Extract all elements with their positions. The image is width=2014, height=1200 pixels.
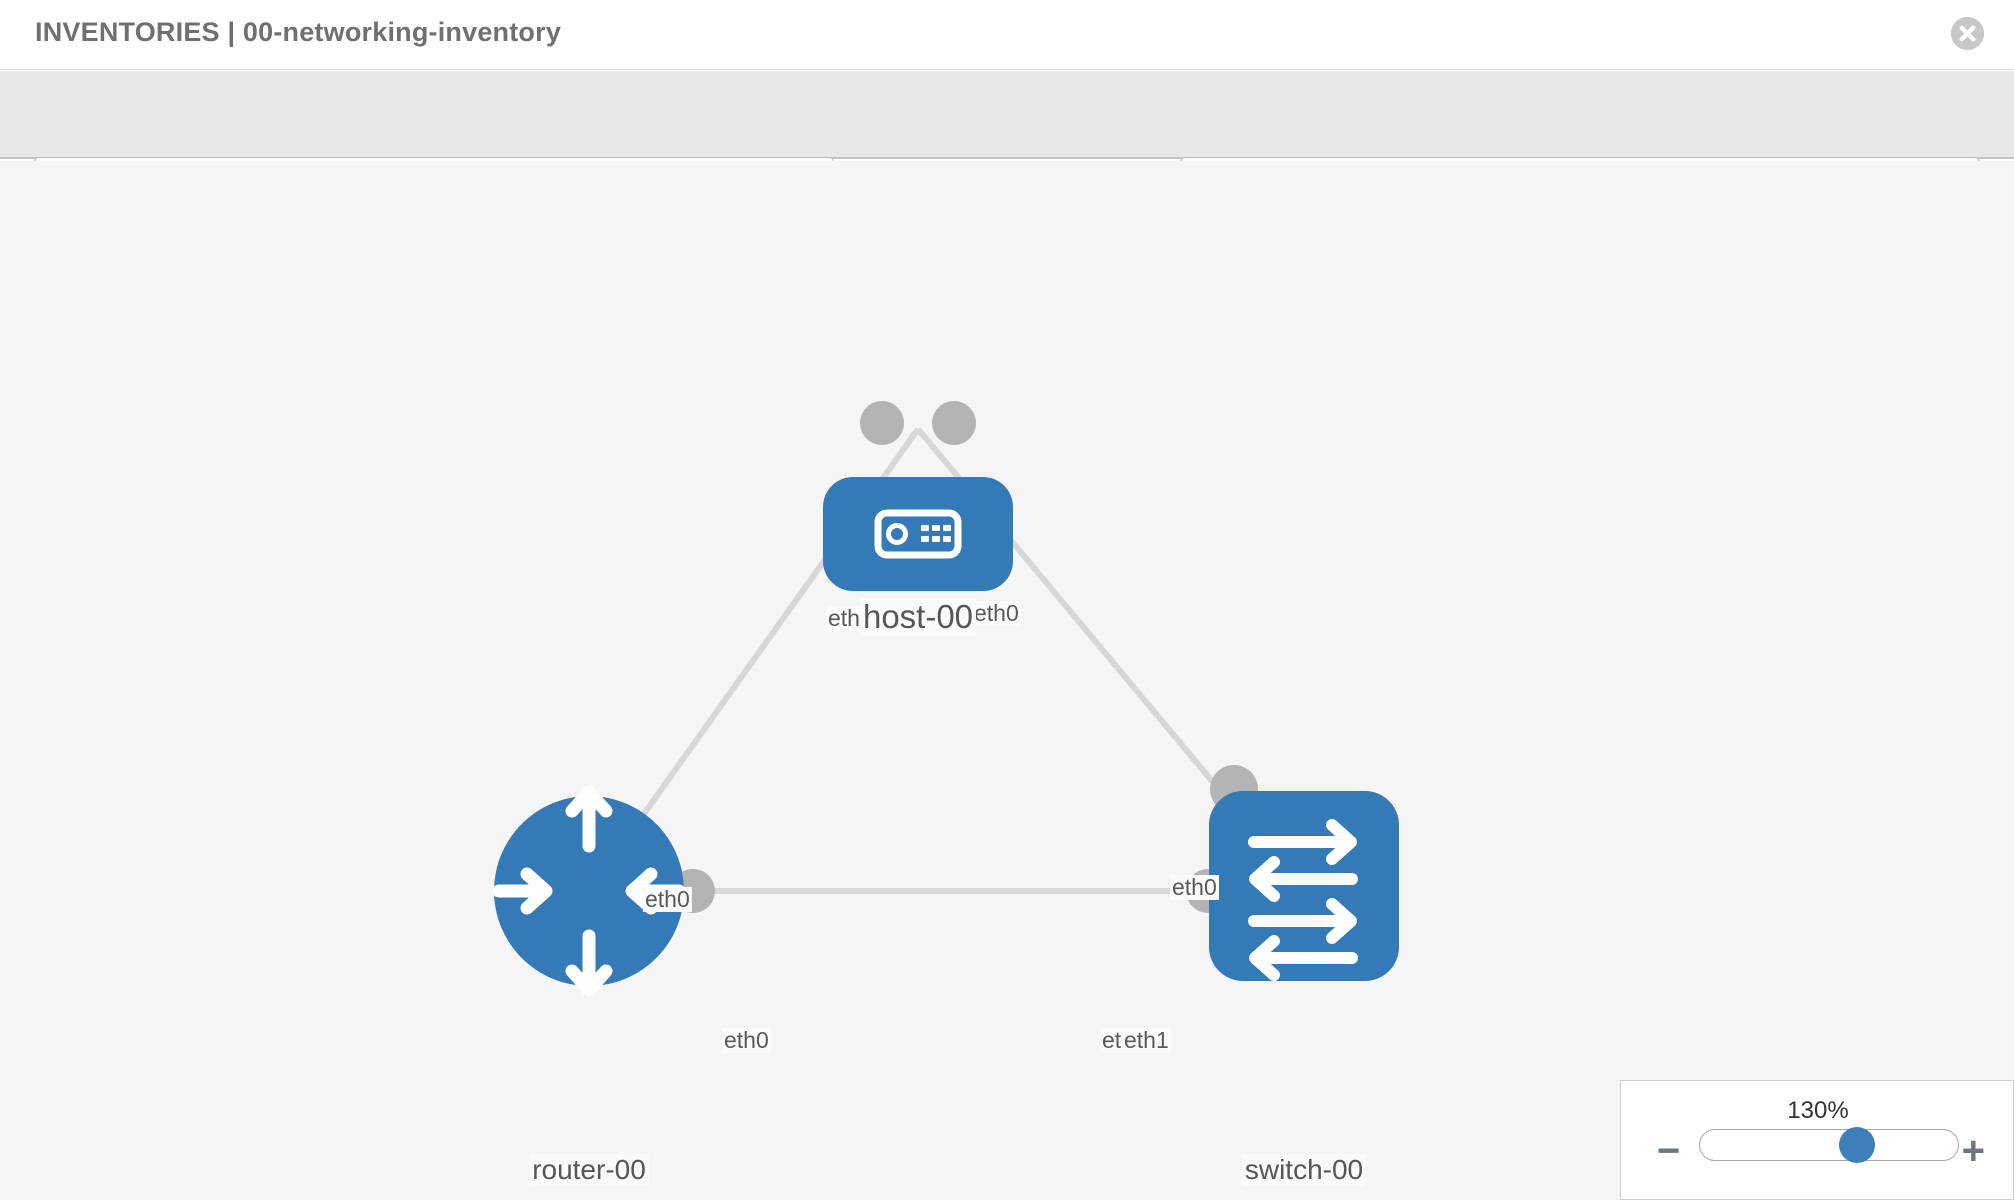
node-host-00 [823, 477, 1013, 591]
topology-canvas[interactable]: eth0 eth0 eth0 eth0 eth0 eth eth1 host-0… [0, 161, 2014, 1200]
link-label: eth0 [722, 1027, 771, 1054]
zoom-in-button[interactable]: + [1961, 1129, 1985, 1173]
port-host00-left [860, 401, 904, 445]
link-label: eth0 [643, 886, 692, 913]
page-title: INVENTORIES | 00-networking-inventory [35, 17, 562, 47]
node-label-router-00: router-00 [529, 1154, 649, 1186]
node-switch-00 [1209, 791, 1399, 981]
zoom-slider-thumb[interactable] [1838, 1127, 1875, 1163]
node-router-00 [492, 785, 686, 997]
node-label-host-00: host-00 [859, 598, 977, 636]
link-label: eth1 [1122, 1027, 1171, 1054]
page-header: INVENTORIES | 00-networking-inventory [0, 0, 2014, 70]
host-device-icon [874, 509, 962, 559]
zoom-out-button[interactable]: − [1657, 1129, 1681, 1173]
close-icon [1951, 17, 1984, 50]
switch-arrows-icon [1248, 819, 1358, 981]
close-button[interactable] [1951, 17, 1984, 50]
link-label: eth0 [972, 600, 1021, 627]
topology-graph [492, 401, 1399, 997]
toolbar: ACTIONS SEARCH [0, 71, 2014, 214]
zoom-level-value: 130% [1787, 1097, 1849, 1124]
zoom-slider-track[interactable] [1699, 1127, 1959, 1163]
link-label: eth0 [1170, 874, 1219, 901]
node-label-switch-00: switch-00 [1241, 1154, 1367, 1186]
port-host00-right [932, 401, 976, 445]
zoom-control-panel: 130% − + [1620, 1080, 2014, 1200]
